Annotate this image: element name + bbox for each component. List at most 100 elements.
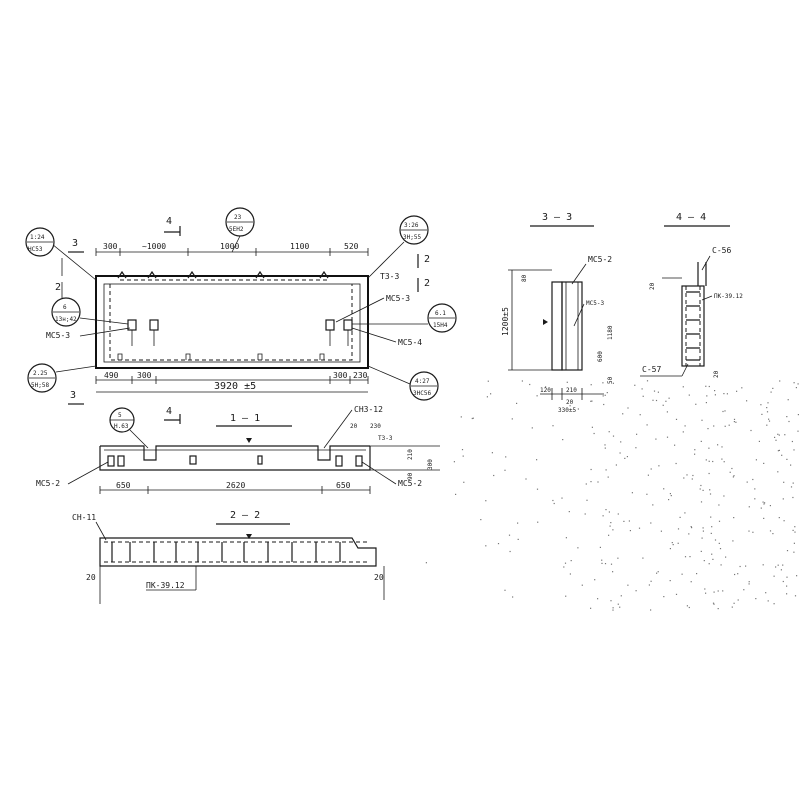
noise-dot xyxy=(635,590,637,592)
noise-dot xyxy=(607,476,609,478)
s11-plate-right xyxy=(335,455,343,467)
noise-dot xyxy=(758,440,760,442)
noise-dot xyxy=(617,513,619,515)
noise-dot xyxy=(635,447,637,449)
s33-label-ms5-2: МС5-2 xyxy=(588,255,612,264)
noise-dot xyxy=(552,499,554,502)
noise-dot xyxy=(768,420,771,422)
noise-dot xyxy=(706,395,708,397)
noise-dot xyxy=(536,459,538,461)
noise-dot xyxy=(677,542,679,544)
noise-dot xyxy=(602,515,604,517)
noise-dot xyxy=(717,608,719,610)
noise-dot xyxy=(674,444,676,446)
noise-dot xyxy=(683,477,685,479)
noise-dot xyxy=(675,462,677,465)
noise-dot xyxy=(719,548,722,550)
s11-dim-2: 2620 xyxy=(226,481,245,490)
s11-level-mark xyxy=(246,438,252,443)
noise-dot xyxy=(710,532,712,534)
noise-dot xyxy=(606,392,608,394)
noise-dot xyxy=(590,468,592,471)
noise-dot xyxy=(777,433,779,435)
noise-dot xyxy=(766,411,769,413)
noise-dot xyxy=(603,403,605,406)
noise-dot xyxy=(705,592,707,594)
noise-dot xyxy=(783,481,785,483)
noise-dot xyxy=(628,520,630,522)
noise-dot xyxy=(737,573,739,575)
noise-dot xyxy=(646,380,649,382)
noise-dot xyxy=(735,421,737,423)
noise-dot xyxy=(731,467,733,470)
noise-dot xyxy=(602,382,604,384)
s11-dim-1: 650 xyxy=(116,481,131,490)
s11-label-t3: ТЗ-3 xyxy=(378,435,393,442)
noise-dot xyxy=(728,424,730,426)
noise-dot xyxy=(695,403,697,405)
cut-4-top-stroke xyxy=(164,226,181,236)
plan-slab-outline xyxy=(95,275,369,369)
noise-dot xyxy=(772,387,774,389)
noise-dot xyxy=(794,595,797,597)
noise-dot xyxy=(784,434,786,436)
s33-label-ms5-3-leader xyxy=(573,303,585,327)
s44-label-pk-leader xyxy=(701,295,713,301)
noise-dot xyxy=(767,402,769,404)
s33-bottom-2: 210 xyxy=(566,387,577,394)
noise-dot xyxy=(720,564,722,566)
noise-dot xyxy=(793,449,795,451)
noise-dot xyxy=(694,449,696,451)
noise-dot xyxy=(769,530,772,532)
noise-dot xyxy=(668,397,670,399)
noise-dot xyxy=(620,441,622,443)
noise-dot xyxy=(669,580,671,582)
s11-side-1: 20 xyxy=(350,423,358,430)
noise-dot xyxy=(712,558,714,560)
noise-dot xyxy=(794,526,796,528)
noise-dot xyxy=(722,410,724,413)
noise-dot xyxy=(610,522,612,524)
noise-dot xyxy=(652,399,654,401)
noise-dot xyxy=(561,497,563,499)
noise-dot xyxy=(612,382,614,384)
noise-dot xyxy=(666,436,669,438)
noise-dot xyxy=(460,416,462,418)
noise-dot xyxy=(779,380,781,382)
noise-dot xyxy=(792,529,794,531)
noise-dot xyxy=(593,432,595,435)
mark-circle-tr: 3:26 ЗН;55 xyxy=(367,215,429,279)
noise-dot xyxy=(718,520,721,522)
noise-dot xyxy=(612,571,614,573)
noise-dot xyxy=(648,584,650,586)
plan-inner-outline xyxy=(103,283,361,363)
noise-dot xyxy=(714,390,716,392)
noise-dot xyxy=(777,450,779,452)
noise-dot xyxy=(691,527,693,529)
mark-tl-top: 1:24 xyxy=(30,234,45,241)
noise-dot xyxy=(665,400,667,402)
noise-dot xyxy=(748,506,750,508)
noise-dot xyxy=(702,489,704,491)
noise-dot xyxy=(700,550,702,552)
noise-dot xyxy=(504,589,506,591)
noise-dot xyxy=(708,447,710,449)
mark-bl-bottom: 5Н;58 xyxy=(31,382,49,389)
noise-dot xyxy=(493,474,495,477)
noise-dot xyxy=(712,460,714,463)
noise-dot xyxy=(688,394,690,396)
noise-dot xyxy=(612,529,614,531)
noise-dot xyxy=(552,425,554,427)
noise-dot xyxy=(765,592,767,594)
noise-dot xyxy=(684,556,687,558)
noise-dot xyxy=(713,425,715,427)
noise-dot xyxy=(590,400,592,402)
callout-ms5-4: МС5-4 xyxy=(398,338,422,347)
noise-dot xyxy=(790,486,793,488)
s11-label-right-leader xyxy=(361,461,397,485)
plan-dim-top-3: 1000 xyxy=(220,242,239,251)
noise-dot xyxy=(795,387,797,389)
noise-dot xyxy=(512,596,514,598)
noise-dot xyxy=(641,388,643,390)
mark-br-top: 4:27 xyxy=(415,378,430,385)
